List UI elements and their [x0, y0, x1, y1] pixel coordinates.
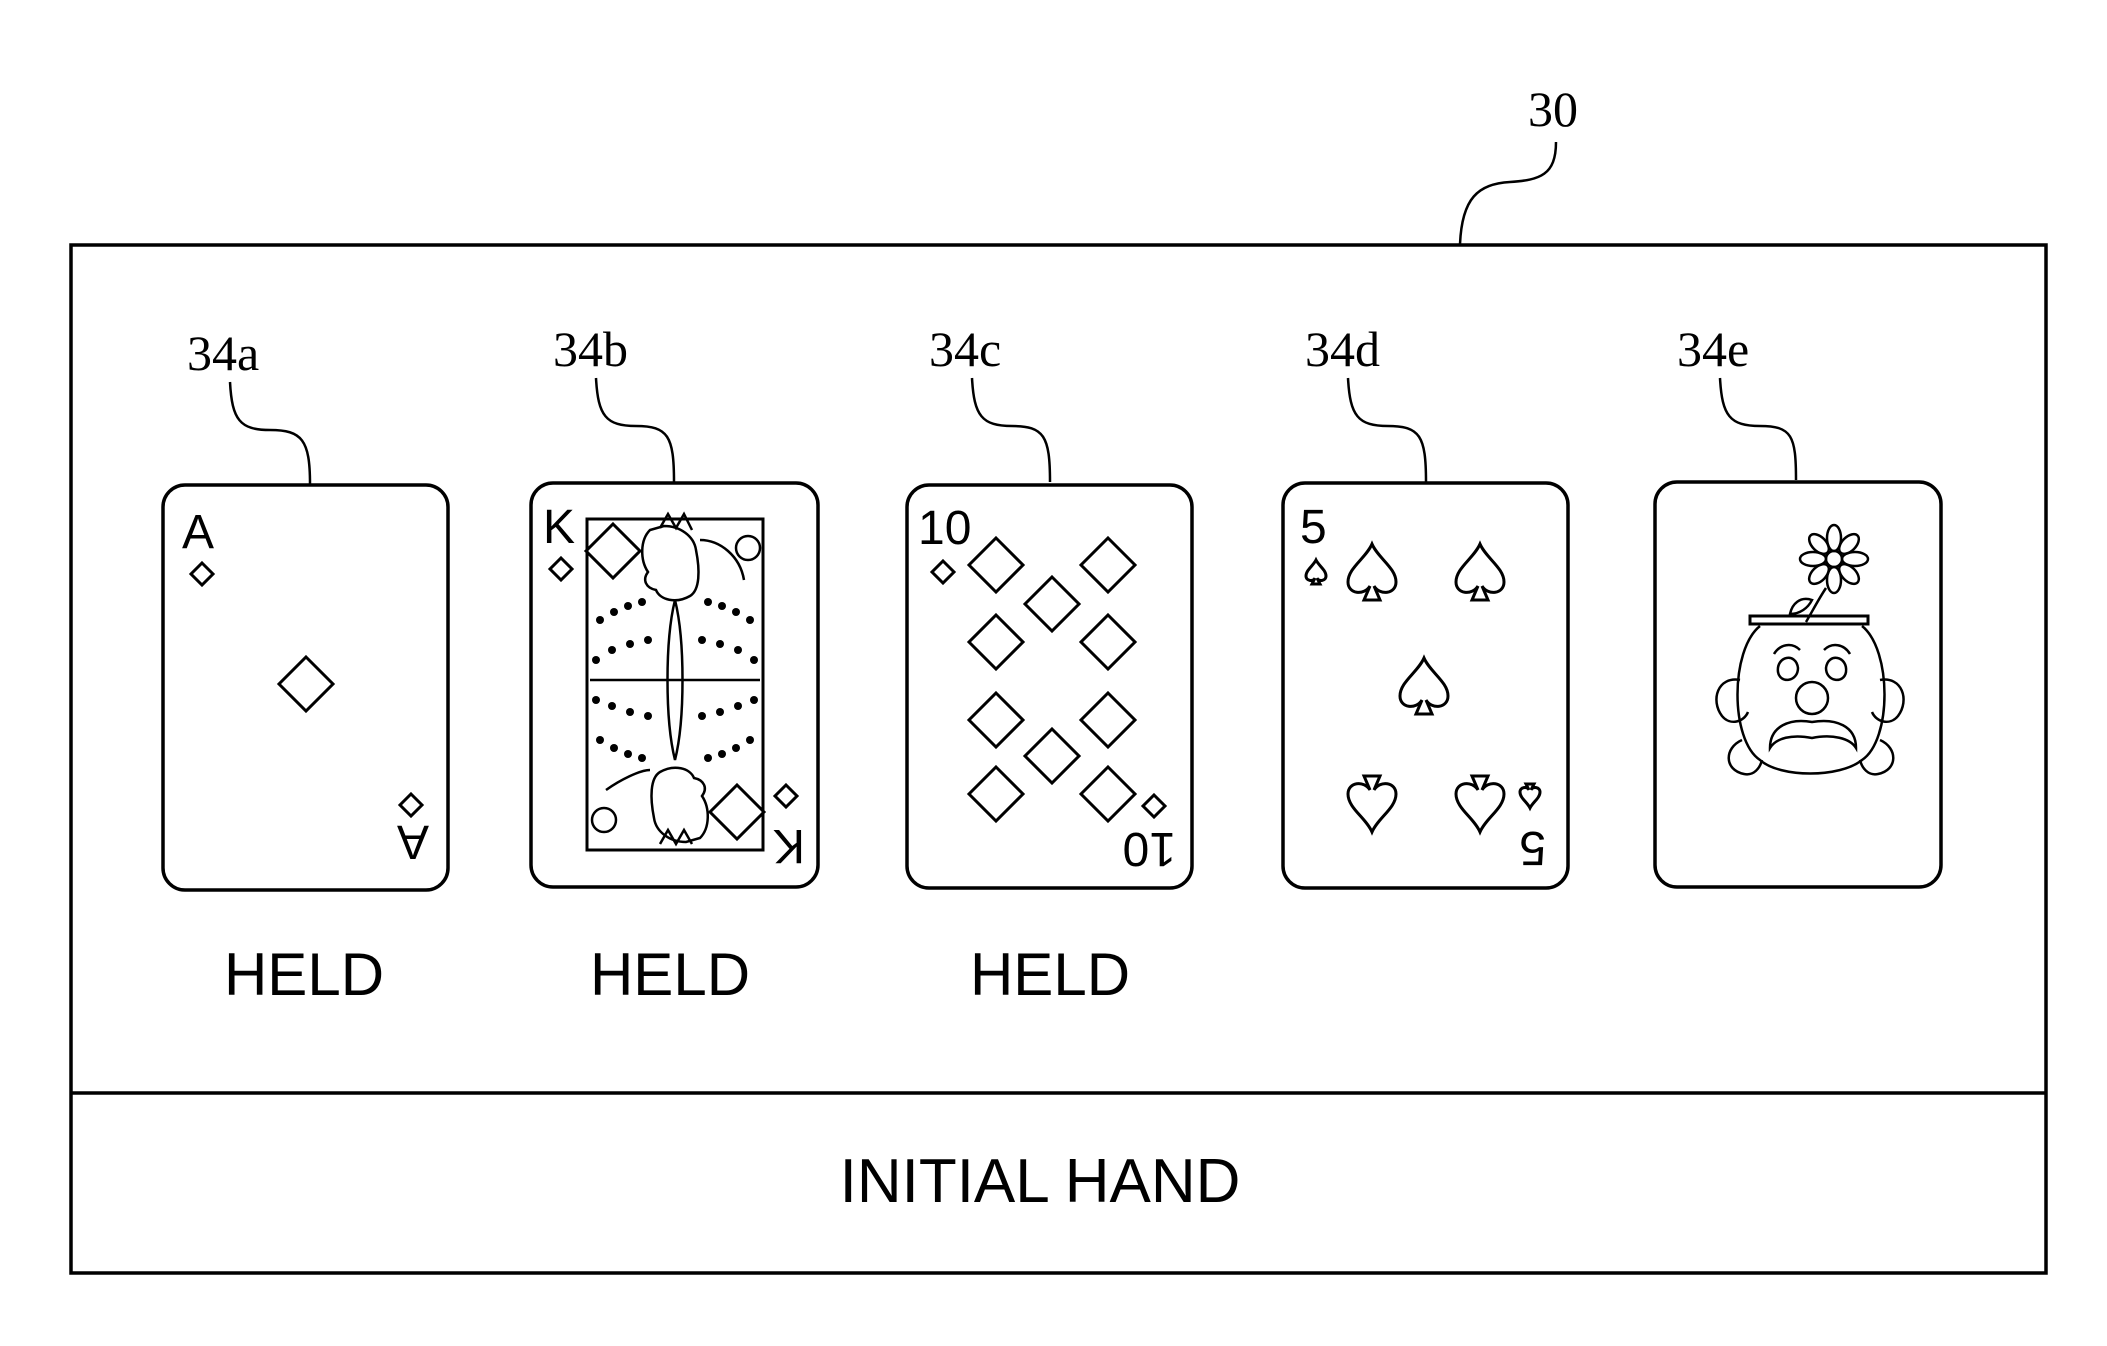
card-rank-bottom: 10 — [1123, 822, 1176, 875]
card-34c[interactable]: 34c 10 10 HELD — [907, 321, 1192, 1008]
held-label: HELD — [970, 941, 1130, 1008]
card-ref-label: 34b — [553, 321, 628, 377]
held-label: HELD — [224, 941, 384, 1008]
card-ref-label: 34c — [929, 321, 1001, 377]
card-rank-bottom: K — [773, 819, 805, 872]
card-ref-label: 34e — [1677, 321, 1749, 377]
status-label: INITIAL HAND — [840, 1147, 1241, 1216]
card-34d[interactable]: 34d 5 5 — [1283, 321, 1568, 888]
card-rank-top: 10 — [918, 502, 971, 555]
card-34a[interactable]: 34a A A HELD — [163, 325, 448, 1008]
card-rank-bottom: A — [397, 815, 429, 868]
held-label: HELD — [590, 941, 750, 1008]
card-rank-top: A — [182, 506, 214, 559]
card-ref-label: 34a — [187, 325, 259, 381]
card-rank-top: K — [543, 501, 575, 554]
card-ref-leader — [972, 378, 1050, 482]
figure-ref-leader — [1460, 142, 1556, 244]
card-ref-leader — [230, 382, 310, 484]
card-ref-leader — [1348, 378, 1426, 482]
card-rank-bottom: 5 — [1519, 821, 1546, 874]
figure-ref-number: 30 — [1528, 81, 1578, 137]
card-ref-leader — [1720, 378, 1796, 480]
card-ref-label: 34d — [1305, 321, 1380, 377]
card-34e[interactable]: 34e — [1655, 321, 1941, 887]
card-rank-top: 5 — [1300, 501, 1327, 554]
card-ref-leader — [596, 378, 674, 482]
card-34b[interactable]: 34b K K — [531, 321, 818, 1008]
